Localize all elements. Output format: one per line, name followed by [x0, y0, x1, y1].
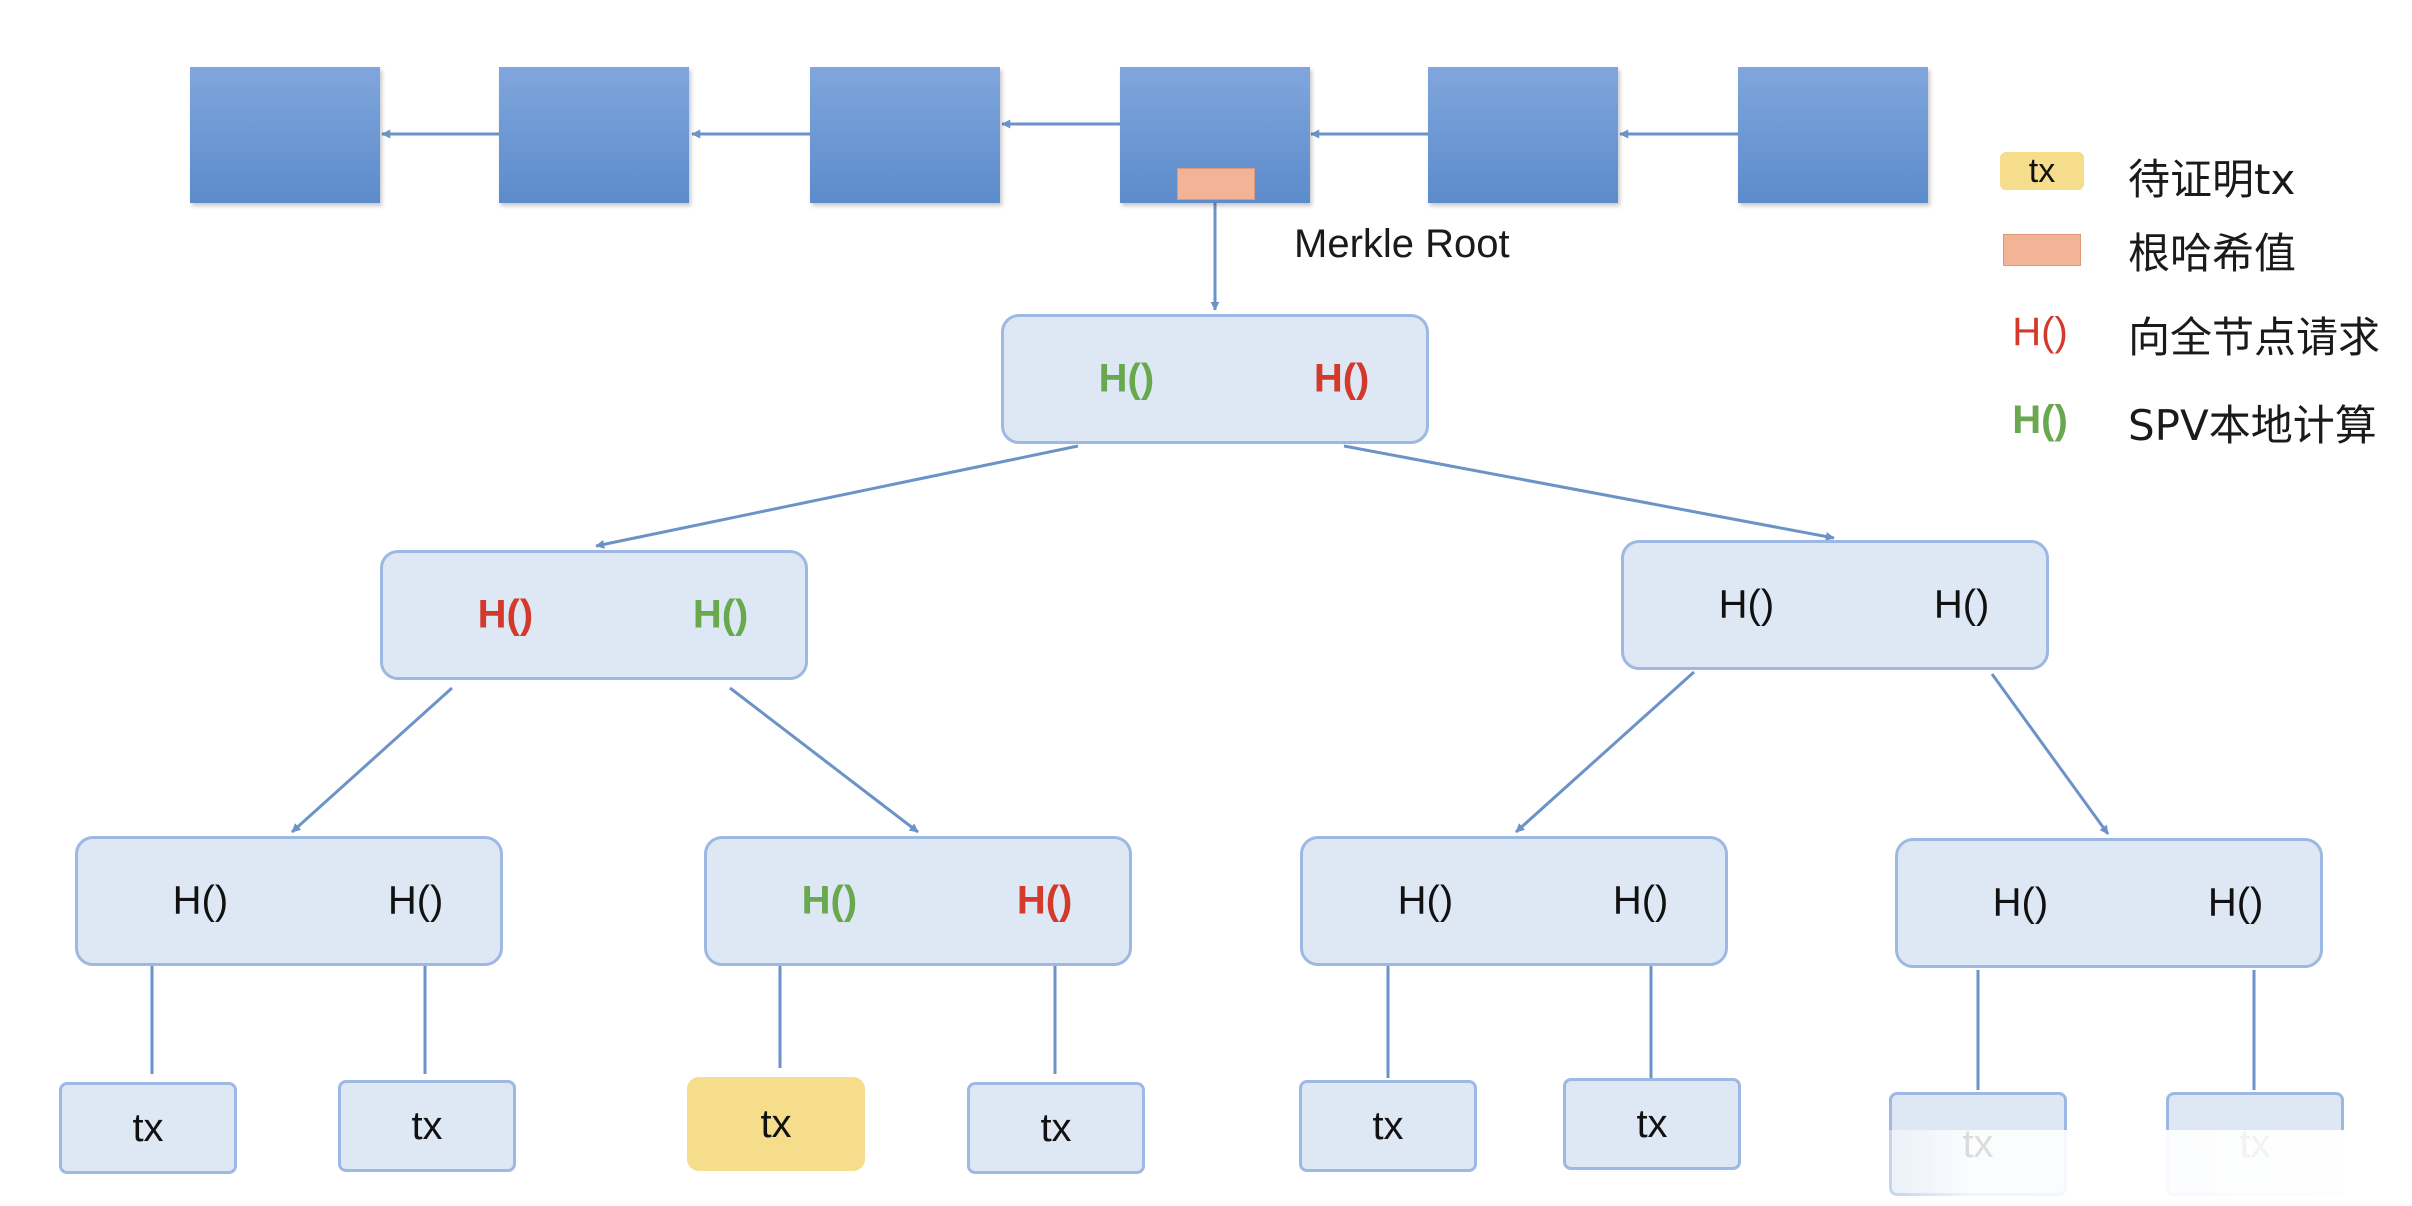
merkle-root-hash-mark [1177, 168, 1255, 200]
legend-computed-text: SPV本地计算 [2128, 401, 2377, 450]
legend-root-swatch [2003, 234, 2081, 266]
legend-tx-swatch: tx [2000, 152, 2084, 190]
hash: H() [172, 878, 229, 923]
legend-computed-symbol: H() [2012, 398, 2068, 442]
requested-hash: H() [1016, 878, 1073, 923]
tree-node-level2: H() H() [75, 836, 503, 966]
tx-leaf: tx [338, 1080, 516, 1172]
legend-requested-symbol: H() [2012, 310, 2068, 354]
tree-edge-arrow [1343, 444, 1835, 541]
hash: H() [1933, 582, 1990, 627]
tx-leaf: tx [59, 1082, 237, 1174]
hash: H() [1992, 880, 2049, 925]
hash: H() [1718, 582, 1775, 627]
block [190, 67, 380, 203]
tree-node-level2: H() H() [1895, 838, 2323, 968]
tx-leaf: tx [1563, 1078, 1741, 1170]
merkle-root-node: H() H() [1001, 314, 1429, 444]
tree-node-level2: H() H() [1300, 836, 1728, 966]
hash: H() [1612, 878, 1669, 923]
block [499, 67, 689, 203]
tree-node-level2: H() H() [704, 836, 1132, 966]
tree-edge-arrow [595, 444, 1079, 549]
tx-leaf: tx [1299, 1080, 1477, 1172]
block [1738, 67, 1928, 203]
block [810, 67, 1000, 203]
tree-edge-arrow [729, 686, 919, 834]
hash: H() [1397, 878, 1454, 923]
bottom-fade-overlay [1820, 1130, 2412, 1206]
tree-edge-arrow [290, 686, 454, 834]
computed-hash: H() [1098, 356, 1155, 401]
tree-edge-arrow [1514, 670, 1696, 834]
hash: H() [2207, 880, 2264, 925]
tree-node-level1-left: H() H() [380, 550, 808, 680]
computed-hash: H() [692, 592, 749, 637]
legend-requested-text: 向全节点请求 [2128, 313, 2381, 362]
hash: H() [387, 878, 444, 923]
tx-leaf: tx [967, 1082, 1145, 1174]
target-tx-leaf: tx [687, 1077, 865, 1171]
merkle-root-label: Merkle Root [1294, 222, 1510, 266]
tree-node-level1-right: H() H() [1621, 540, 2049, 670]
legend-tx-text: 待证明tx [2128, 155, 2296, 204]
legend-root-text: 根哈希值 [2128, 229, 2297, 278]
tree-edge-arrow [1990, 673, 2110, 835]
computed-hash: H() [801, 878, 858, 923]
requested-hash: H() [477, 592, 534, 637]
block [1428, 67, 1618, 203]
requested-hash: H() [1313, 356, 1370, 401]
